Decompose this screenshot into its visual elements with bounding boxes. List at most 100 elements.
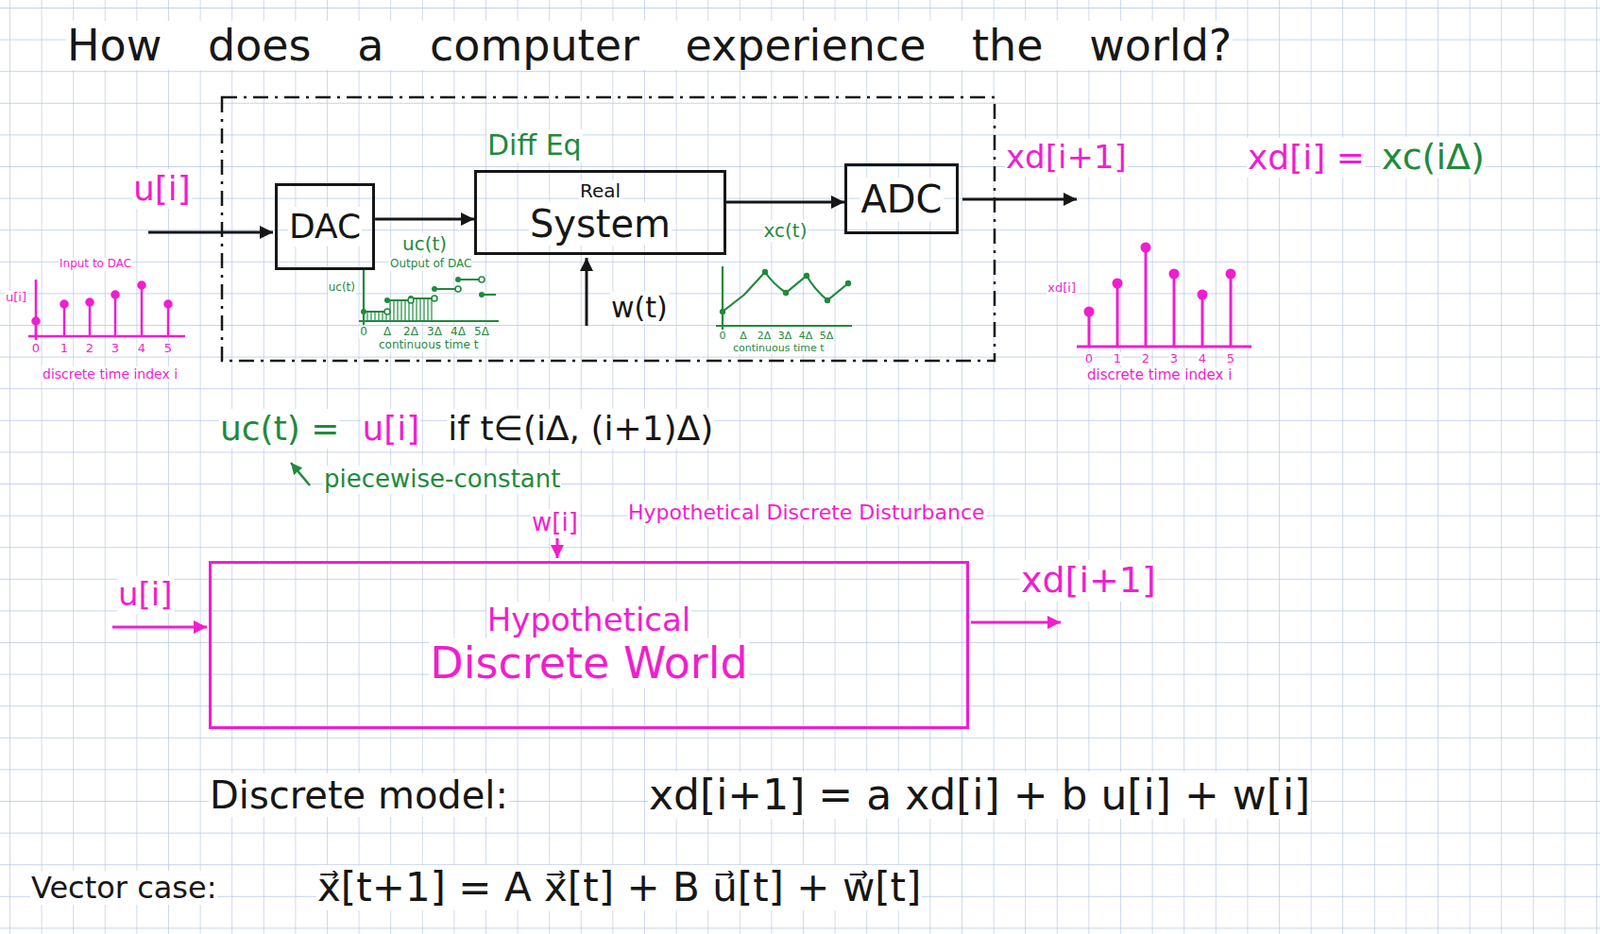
label-slot: 0 [31, 341, 41, 357]
label-slot: x⃗[t+1] = A x⃗[t] + B u⃗[t] + w⃗[t] [316, 865, 922, 911]
plot-axes [28, 279, 186, 341]
equation-heading: Vector case: [30, 870, 218, 906]
tick-label: 2Δ [756, 330, 773, 343]
open-dot [455, 286, 461, 292]
label-slot: 4Δ [798, 330, 815, 343]
label-slot: 3 [110, 341, 120, 357]
stem-plot [28, 279, 186, 341]
tick-label: 1 [59, 341, 69, 357]
output-signal: xd[i+1] [1020, 560, 1158, 602]
equation: xd[i] = [1246, 137, 1366, 177]
label-slot: xc(iΔ) [1380, 136, 1486, 179]
label-slot: 4 [136, 341, 147, 357]
label-slot: w[i] [530, 509, 579, 538]
tick-label: 3Δ [777, 330, 794, 343]
tick-label: 2Δ [402, 325, 420, 340]
label-slot: 0 [718, 330, 728, 343]
plot-axes [715, 266, 852, 330]
edge-label-slot: uc(t) [401, 233, 448, 256]
label-slot: Vector case: [30, 870, 218, 906]
equation: xc(iΔ) [1380, 136, 1486, 179]
label-slot: 4Δ [449, 325, 467, 340]
stem [1229, 273, 1233, 347]
disturbance-arrow [556, 538, 560, 559]
sample-dot [824, 297, 831, 304]
tick-label: Δ [382, 325, 392, 340]
label-slot: Discrete model: [208, 773, 510, 818]
label-slot: continuous time t [731, 342, 826, 356]
label-slot: xd[i] = [1246, 137, 1366, 177]
signal-arrow [374, 218, 475, 222]
axis-label: uc(t) [327, 281, 357, 295]
tick-label: 0 [718, 330, 728, 343]
stem [1201, 294, 1205, 347]
sample-dot [431, 286, 438, 292]
signal-curve [722, 272, 849, 312]
step-end-circles [384, 276, 485, 315]
sample-dot [845, 280, 852, 287]
disturbance-arrow [585, 257, 589, 326]
converter-box: DAC [274, 183, 375, 271]
label-slot: continuous time t [377, 339, 479, 353]
box-label: Real [578, 180, 622, 203]
tick-label: 5 [1225, 352, 1236, 367]
label-slot: w(t) [610, 291, 669, 325]
tick-label: 5Δ [473, 325, 491, 340]
sample-dot [61, 301, 69, 308]
sample-dot [1170, 270, 1178, 278]
axis-label: discrete time index i [1086, 367, 1233, 384]
stem [88, 302, 92, 337]
label-slot: if t∈(iΔ, (i+1)Δ) [446, 408, 715, 448]
sample-dot [384, 297, 391, 304]
stem [1088, 311, 1091, 347]
staircase-plot [358, 267, 499, 325]
stem [63, 304, 67, 337]
box-label: DAC [288, 206, 362, 246]
label-slot: 2Δ [402, 325, 420, 340]
label-slot: Input to DAC [58, 257, 133, 272]
signal-label: uc(t) [401, 233, 448, 256]
label-slot: u[i] [360, 408, 421, 448]
stem [1144, 247, 1148, 347]
tick-label: 4 [136, 341, 147, 357]
equation: uc(t) = [219, 408, 341, 448]
label-slot: xd[i+1] [1004, 138, 1128, 176]
label-slot: 2Δ [756, 330, 773, 343]
input-arrow [112, 626, 207, 630]
signal-arrow [726, 201, 845, 205]
label-slot: 2 [85, 341, 95, 357]
tick-label: 4Δ [449, 325, 467, 340]
label-slot: 3 [1169, 352, 1179, 367]
tick-label: 1 [1112, 352, 1123, 367]
sample-dot [165, 301, 172, 308]
label-slot: 5Δ [818, 330, 835, 343]
label-slot: Δ [382, 325, 392, 340]
disturbance-signal: w[i] [530, 509, 579, 538]
sample-dot [360, 308, 367, 315]
plot-title: Output of DAC [389, 257, 473, 272]
hatched-area [363, 298, 435, 322]
axis-label: xd[i] [1046, 281, 1077, 296]
label-slot: uc(t) [327, 281, 357, 295]
sample-dot [782, 289, 789, 296]
stem [140, 285, 144, 337]
input-signal: u[i] [117, 576, 174, 613]
tick-label: 4Δ [798, 330, 815, 343]
label-slot: uc(t) = [219, 408, 341, 448]
label-slot: discrete time index i [1086, 367, 1233, 384]
label-slot: 1 [1112, 352, 1123, 367]
axis-label: discrete time index i [41, 366, 179, 382]
annotation: Hypothetical Discrete Disturbance [627, 500, 987, 525]
label-slot: 2 [1140, 352, 1151, 367]
sample-dot [86, 299, 94, 307]
label-slot: Hypothetical Discrete Disturbance [627, 500, 987, 525]
sample-dot [455, 276, 461, 283]
stem [1173, 273, 1176, 347]
label-slot: 3Δ [777, 330, 794, 343]
stem-plot [1076, 243, 1252, 347]
tick-label: 0 [31, 341, 41, 357]
label-slot: u[i] [4, 290, 28, 306]
sample-dot [1198, 290, 1207, 299]
tick-label: 5Δ [818, 330, 835, 343]
